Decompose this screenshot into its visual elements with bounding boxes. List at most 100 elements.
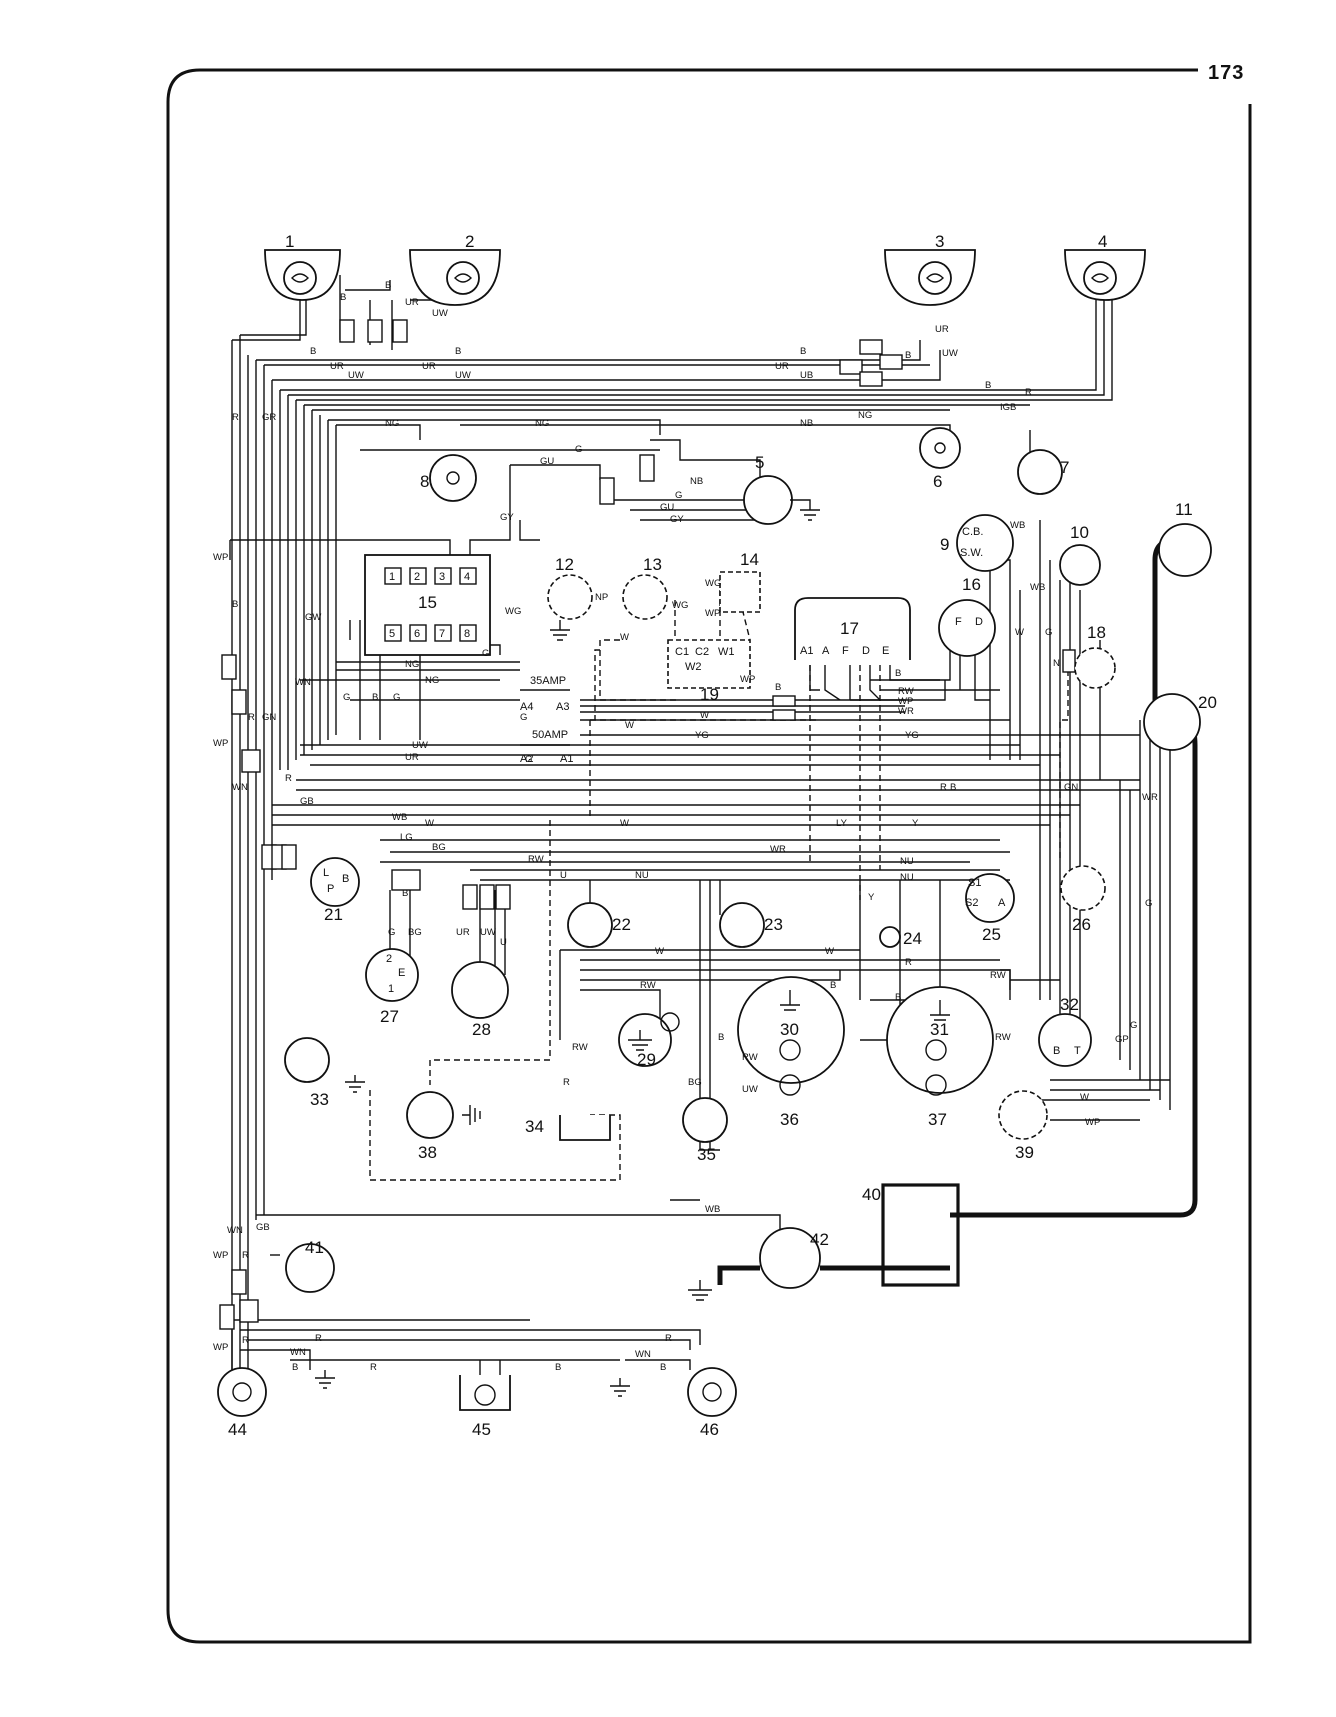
label-46: 46 <box>700 1420 719 1439</box>
fuse-a4: A4 <box>520 701 533 713</box>
label-42: 42 <box>810 1230 829 1249</box>
component-4-headlamp: 4 <box>1064 232 1146 301</box>
pin-d: D <box>975 616 983 628</box>
wire-label: W <box>700 710 709 721</box>
label-33: 33 <box>310 1090 329 1109</box>
label-6: 6 <box>933 472 942 491</box>
label-23: 23 <box>764 915 783 934</box>
wire-label: NG <box>405 659 419 670</box>
label-15: 15 <box>418 593 437 612</box>
pin-e2: E <box>398 967 405 979</box>
wire-label: R <box>242 1335 249 1346</box>
wire-label: NU <box>635 870 649 881</box>
pin-c1: C1 <box>675 646 689 658</box>
wire-label: WN <box>635 1349 651 1360</box>
label-4: 4 <box>1098 232 1107 251</box>
label-2: 2 <box>465 232 474 251</box>
wire-label: RW <box>742 1052 758 1063</box>
label-31: 31 <box>930 1020 949 1039</box>
wire-label: G <box>388 927 395 938</box>
wire-label: BG <box>408 927 422 938</box>
wire-label: B <box>555 1362 561 1373</box>
pin-1: 1 <box>388 983 394 995</box>
component-32-coil: B T 32 <box>1038 995 1092 1067</box>
wire-label: NG <box>535 418 549 429</box>
wire-label: NG <box>858 410 872 421</box>
wire-label: NU <box>900 872 914 883</box>
fuse-1: 1 <box>389 571 395 583</box>
main-fuses: 35AMP A4 A3 50AMP A2 A1 <box>520 675 573 765</box>
wire-label: B <box>895 668 901 679</box>
wire-label: WP <box>740 674 755 685</box>
component-16-dynamo: F D 16 <box>938 575 996 657</box>
wire-label: UW <box>348 370 364 381</box>
label-28: 28 <box>472 1020 491 1039</box>
wire-label: RW <box>990 970 1006 981</box>
wire-label: U <box>560 870 567 881</box>
wire-label: Y <box>912 818 919 829</box>
pin-e: E <box>882 645 889 657</box>
component-5-horn: 5 <box>743 453 820 525</box>
fuse-6: 6 <box>414 628 420 640</box>
label-44: 44 <box>228 1420 247 1439</box>
wire-label: WG <box>505 606 521 617</box>
pin-a: A <box>822 645 830 657</box>
wire-label: NP <box>595 592 608 603</box>
label-41: 41 <box>305 1238 324 1257</box>
component-8: 8 <box>420 454 477 502</box>
wire-label: R <box>665 1333 672 1344</box>
wire-label: G <box>525 754 532 765</box>
wire-label: UR <box>422 361 436 372</box>
pin-f: F <box>955 616 962 628</box>
wire-color-labels: B B UR UW B B B UR UR UR UW UW UB B R IG… <box>213 280 1158 1373</box>
wire-label: B <box>985 380 991 391</box>
component-18: 18 <box>1074 623 1116 689</box>
wire-label: B <box>950 782 956 793</box>
fuse-8: 8 <box>464 628 470 640</box>
wire-label: WN <box>232 782 248 793</box>
pin-a1: A1 <box>800 645 813 657</box>
wire-label: B <box>905 350 911 361</box>
wire-label: WN <box>227 1225 243 1236</box>
pin-a3: A <box>998 897 1006 909</box>
component-27-panel-switch: 2 E 1 27 <box>365 948 419 1026</box>
page-number: 173 <box>1208 62 1245 84</box>
wire-label: WB <box>392 812 407 823</box>
wire-label: YG <box>905 730 919 741</box>
wire-label: R <box>315 1333 322 1344</box>
label-18: 18 <box>1087 623 1106 642</box>
wire-label: WN <box>290 1347 306 1358</box>
pin-b2: B <box>1053 1045 1060 1057</box>
component-22: 22 <box>567 902 631 948</box>
wire-label: WP <box>213 1342 228 1353</box>
wire-label: W <box>1015 627 1024 638</box>
label-21: 21 <box>324 905 343 924</box>
wire-label: UW <box>742 1084 758 1095</box>
wire-label: BG <box>432 842 446 853</box>
label-30: 30 <box>780 1020 799 1039</box>
wire-label: W <box>625 720 634 731</box>
wire-label: BG <box>688 1077 702 1088</box>
component-36: 36 <box>780 1110 799 1129</box>
fuse-5: 5 <box>389 628 395 640</box>
wire-label: N <box>1053 658 1060 669</box>
wire-label: R <box>285 773 292 784</box>
wire-label: GU <box>660 502 674 513</box>
wire-label: R <box>242 1250 249 1261</box>
label-27: 27 <box>380 1007 399 1026</box>
component-29: 29 <box>618 1012 680 1069</box>
wire-label: B <box>830 980 836 991</box>
wire-label: WP <box>898 696 913 707</box>
wire-label: W <box>825 946 834 957</box>
pin-c2: C2 <box>695 646 709 658</box>
wire-label: R <box>905 957 912 968</box>
wire-label: WR <box>1142 792 1158 803</box>
component-38: 38 <box>406 1091 481 1162</box>
wire-label: RW <box>572 1042 588 1053</box>
label-13: 13 <box>643 555 662 574</box>
label-36: 36 <box>780 1110 799 1129</box>
wire-label: U <box>500 937 507 948</box>
wire-label: G <box>575 444 582 455</box>
wire-label: W <box>655 946 664 957</box>
